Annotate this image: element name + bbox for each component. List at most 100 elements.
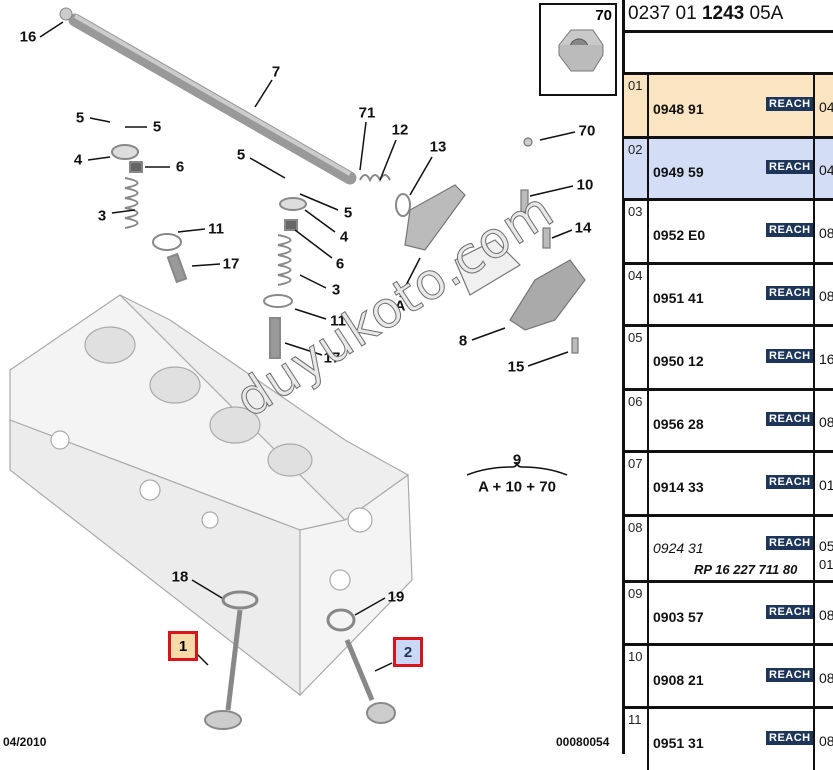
callout-7: 7	[271, 63, 281, 81]
row-index: 04	[628, 268, 643, 283]
row-index: 07	[628, 456, 643, 471]
quantity: 08	[819, 225, 833, 241]
quantity: 08	[819, 414, 833, 430]
table-row[interactable]: 06 0956 28 REACH 08	[624, 388, 833, 450]
callout-8: 8	[458, 332, 468, 350]
assembly-number: 9	[512, 451, 522, 469]
callout-4: 4	[73, 151, 83, 169]
part-reference: 0951 41	[653, 290, 704, 306]
reach-badge: REACH	[766, 668, 814, 682]
quantity-secondary: 01	[819, 557, 833, 572]
reach-badge: REACH	[766, 223, 814, 237]
callout-4: 4	[339, 228, 349, 246]
part-reference: 0948 91	[653, 101, 704, 117]
reach-badge: REACH	[766, 286, 814, 300]
reach-badge: REACH	[766, 412, 814, 426]
cylinder-head-drawing	[9, 294, 413, 697]
table-row[interactable]: 05 0950 12 REACH 16	[624, 324, 833, 388]
table-row[interactable]: 09 0903 57 REACH 08	[624, 580, 833, 643]
callout-5: 5	[343, 204, 353, 222]
callout-5: 5	[75, 109, 85, 127]
row-index: 03	[628, 204, 643, 219]
part-reference: 0952 E0	[653, 227, 706, 243]
part-reference: 0924 31	[653, 540, 704, 556]
callout-17: 17	[323, 349, 341, 367]
row-index: 11	[628, 712, 642, 727]
quantity: 08	[819, 288, 833, 304]
callout-2-highlighted[interactable]: 2	[393, 637, 423, 667]
callout-1-highlighted[interactable]: 1	[168, 631, 198, 661]
valve-springs	[111, 144, 411, 359]
callout-3: 3	[331, 281, 341, 299]
callout-16: 16	[19, 28, 37, 46]
callout-6: 6	[335, 255, 345, 273]
callout-6: 6	[175, 158, 185, 176]
row-index: 05	[628, 330, 643, 345]
table-row[interactable]: 03 0952 E0 REACH 08	[624, 198, 833, 262]
quantity: 08	[819, 607, 833, 623]
row-index: 06	[628, 394, 643, 409]
quantity: 04	[819, 99, 833, 115]
row-index: 09	[628, 586, 643, 601]
part-reference: 0914 33	[653, 479, 704, 495]
callout-70: 70	[578, 122, 596, 140]
quantity: 04	[819, 162, 833, 178]
callout-71: 71	[358, 104, 376, 122]
quantity: 05	[819, 538, 833, 554]
nut-70-inset: 70	[539, 3, 617, 96]
callout-3: 3	[97, 207, 107, 225]
rocker-arms	[404, 137, 586, 354]
table-row[interactable]: 11 0951 31 REACH 08	[624, 706, 833, 770]
part-reference: 0903 57	[653, 609, 704, 625]
reach-badge: REACH	[766, 605, 814, 619]
part-reference: 0908 21	[653, 672, 704, 688]
callout-5: 5	[152, 118, 162, 136]
parts-table-panel: 0237 01 1243 05A 01 0948 91 REACH 04 02 0949 …	[622, 0, 833, 770]
callout-a: A	[394, 297, 406, 315]
quantity: 16	[819, 351, 833, 367]
assembly-formula: A + 10 + 70	[478, 478, 556, 496]
drawing-number: 00080054	[556, 735, 610, 749]
quantity: 08	[819, 733, 833, 749]
callout-17: 17	[222, 255, 240, 273]
reach-badge: REACH	[766, 160, 814, 174]
reach-badge: REACH	[766, 349, 814, 363]
table-row[interactable]: 04 0951 41 REACH 08	[624, 262, 833, 324]
table-row[interactable]: 08 0924 31 REACH 05 RP 16 227 711 80 01	[624, 514, 833, 580]
callout-15: 15	[507, 358, 525, 376]
leader-lines	[39, 21, 576, 672]
callout-12: 12	[391, 121, 409, 139]
part-reference: 0951 31	[653, 735, 704, 751]
camshaft-7	[59, 7, 357, 185]
row-index: 01	[628, 78, 643, 93]
callout-18: 18	[171, 568, 189, 586]
reach-badge: REACH	[766, 536, 814, 550]
part-reference: 0950 12	[653, 353, 704, 369]
exploded-parts-diagram: 16 7 5 5 4 6 3 11 17 71 12 13 5 5 4 6 3 …	[3, 3, 617, 749]
nut-icon	[558, 29, 604, 72]
part-reference: 0949 59	[653, 164, 704, 180]
row-index: 08	[628, 520, 643, 535]
table-row[interactable]: 01 0948 91 REACH 04	[624, 72, 833, 136]
inset-label: 70	[595, 7, 612, 24]
table-row[interactable]: 10 0908 21 REACH 08	[624, 643, 833, 706]
quantity: 01	[819, 477, 833, 493]
callout-14: 14	[574, 219, 592, 237]
rp-reference: RP 16 227 711 80	[694, 562, 798, 577]
callout-10: 10	[576, 176, 594, 194]
panel-title: 0237 01 1243 05A	[628, 3, 784, 24]
title-divider	[624, 30, 833, 33]
reach-badge: REACH	[766, 97, 814, 111]
row-index: 02	[628, 142, 643, 157]
row-index: 10	[628, 649, 643, 664]
diagram-drawing	[9, 7, 586, 730]
valves	[204, 590, 396, 730]
part-reference: 0956 28	[653, 416, 704, 432]
diagram-date: 04/2010	[3, 735, 47, 749]
quantity: 08	[819, 670, 833, 686]
callout-13: 13	[429, 138, 447, 156]
reach-badge: REACH	[766, 731, 814, 745]
callout-5: 5	[236, 146, 246, 164]
table-row[interactable]: 02 0949 59 REACH 04	[624, 136, 833, 198]
